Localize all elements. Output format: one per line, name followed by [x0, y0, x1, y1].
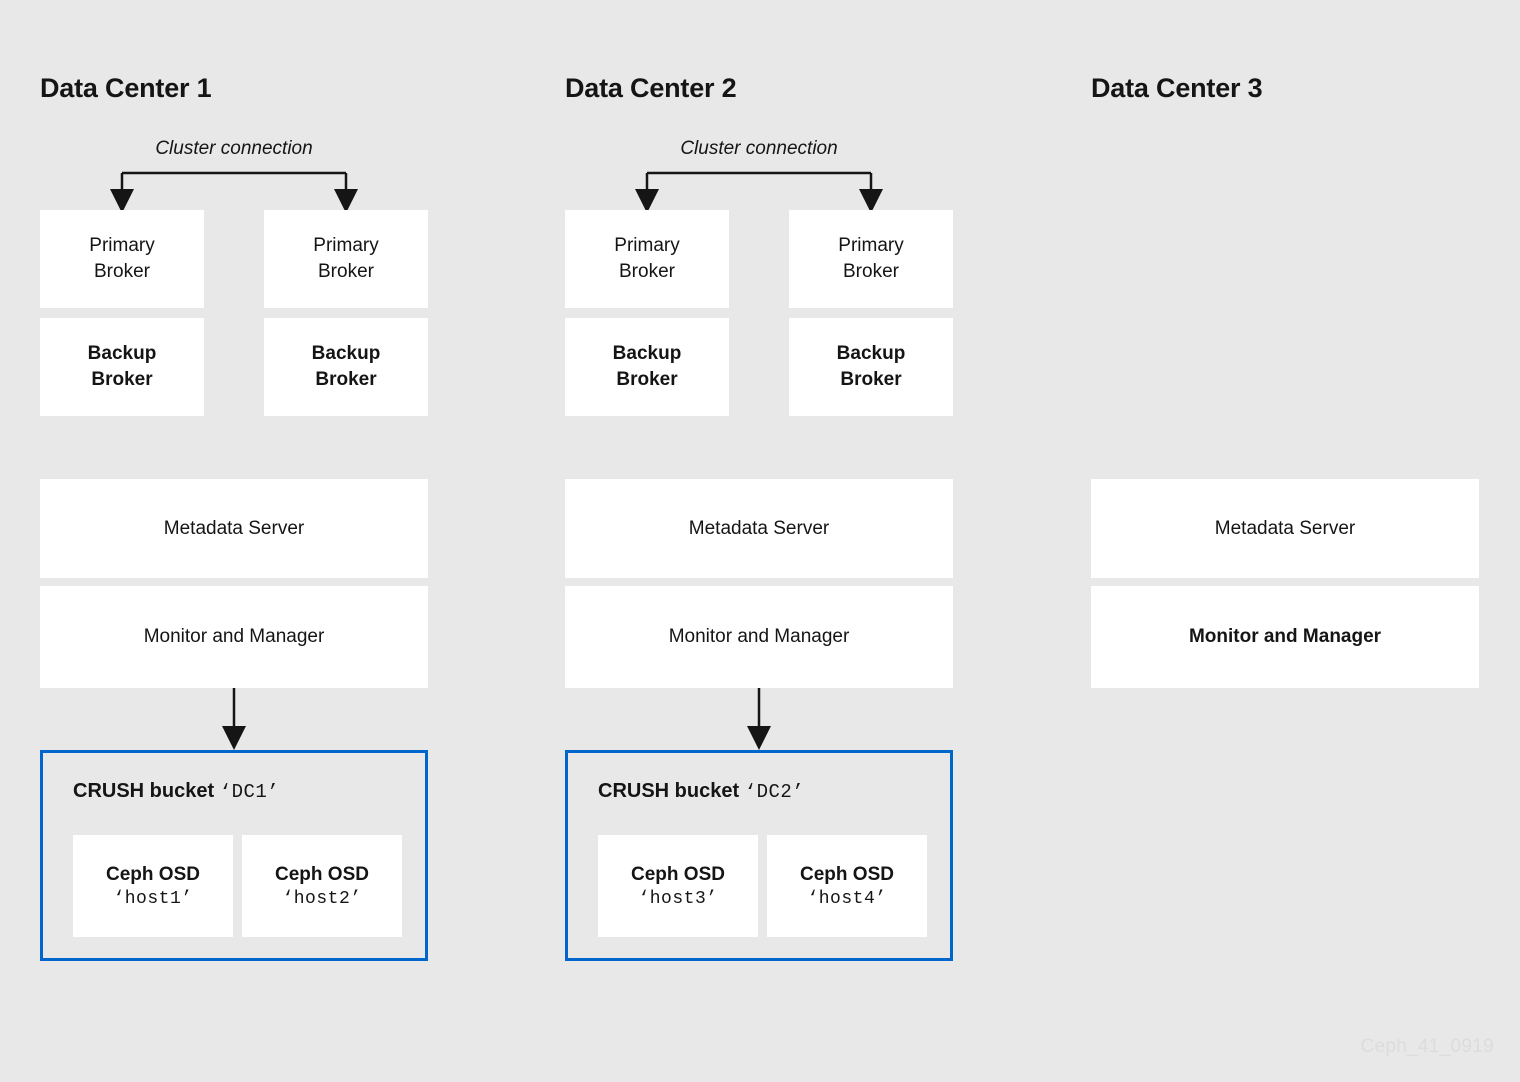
crush-bucket-label: CRUSH bucket	[73, 780, 215, 802]
osd-host: ‘host2’	[282, 888, 362, 909]
node-label: Monitor and Manager	[143, 626, 325, 647]
dc2-monitor-to-crush-arrow	[747, 688, 771, 750]
dc1-cluster-connection-arrow	[110, 171, 358, 213]
dc1-backup-broker-2[interactable]: Backup Broker	[264, 318, 428, 416]
dc1-ceph-osd-2[interactable]: Ceph OSD ‘host2’	[242, 835, 402, 937]
node-label: Metadata Server	[163, 517, 305, 539]
node-label: Primary Broker	[313, 235, 379, 282]
dc2-backup-broker-1[interactable]: Backup Broker	[565, 318, 729, 416]
dc2-primary-broker-2[interactable]: Primary Broker	[789, 210, 953, 308]
node-label: Metadata Server	[1214, 517, 1356, 539]
node-label: Monitor and Manager	[1188, 626, 1382, 647]
node-label: Primary Broker	[614, 235, 680, 282]
crush-bucket-label: CRUSH bucket	[598, 780, 740, 802]
osd-title: Ceph OSD	[800, 863, 894, 885]
node-label: Backup Broker	[612, 343, 682, 390]
dc2-ceph-osd-2[interactable]: Ceph OSD ‘host4’	[767, 835, 927, 937]
dc1-ceph-osd-1[interactable]: Ceph OSD ‘host1’	[73, 835, 233, 937]
dc2-monitor-and-manager[interactable]: Monitor and Manager	[565, 586, 953, 688]
dc3-monitor-and-manager[interactable]: Monitor and Manager	[1091, 586, 1479, 688]
dc1-metadata-server[interactable]: Metadata Server	[40, 479, 428, 578]
osd-title: Ceph OSD	[275, 863, 369, 885]
osd-host: ‘host1’	[113, 888, 193, 909]
data-center-2-title: Data Center 2	[565, 73, 737, 103]
dc1-primary-broker-2[interactable]: Primary Broker	[264, 210, 428, 308]
node-label: Monitor and Manager	[668, 626, 850, 647]
osd-title: Ceph OSD	[631, 863, 725, 885]
dc2-cluster-connection-label: Cluster connection	[680, 138, 838, 159]
node-label: Backup Broker	[836, 343, 906, 390]
dc2-cluster-connection-arrow	[635, 171, 883, 213]
watermark: Ceph_41_0919	[1360, 1036, 1494, 1057]
dc1-cluster-connection-label: Cluster connection	[155, 138, 313, 159]
dc2-backup-broker-2[interactable]: Backup Broker	[789, 318, 953, 416]
dc2-crush-bucket: CRUSH bucket ‘DC2’ Ceph OSD ‘host3’ Ceph…	[565, 750, 953, 961]
node-label: Metadata Server	[688, 517, 830, 539]
dc2-metadata-server[interactable]: Metadata Server	[565, 479, 953, 578]
data-center-3-title: Data Center 3	[1091, 73, 1263, 103]
dc1-crush-bucket: CRUSH bucket ‘DC1’ Ceph OSD ‘host1’ Ceph…	[40, 750, 428, 961]
crush-bucket-id: ‘DC2’	[744, 781, 805, 803]
dc1-monitor-to-crush-arrow	[222, 688, 246, 750]
dc1-crush-bucket-title: CRUSH bucket ‘DC1’	[73, 780, 279, 803]
dc2-primary-broker-1[interactable]: Primary Broker	[565, 210, 729, 308]
osd-title: Ceph OSD	[106, 863, 200, 885]
node-label: Primary Broker	[838, 235, 904, 282]
osd-host: ‘host3’	[638, 888, 718, 909]
crush-bucket-id: ‘DC1’	[219, 781, 280, 803]
dc2-ceph-osd-1[interactable]: Ceph OSD ‘host3’	[598, 835, 758, 937]
data-center-1-title: Data Center 1	[40, 73, 212, 103]
node-label: Backup Broker	[87, 343, 157, 390]
dc1-monitor-and-manager[interactable]: Monitor and Manager	[40, 586, 428, 688]
dc3-metadata-server[interactable]: Metadata Server	[1091, 479, 1479, 578]
node-label: Primary Broker	[89, 235, 155, 282]
osd-host: ‘host4’	[807, 888, 887, 909]
dc2-crush-bucket-title: CRUSH bucket ‘DC2’	[598, 780, 804, 803]
dc1-backup-broker-1[interactable]: Backup Broker	[40, 318, 204, 416]
dc1-primary-broker-1[interactable]: Primary Broker	[40, 210, 204, 308]
node-label: Backup Broker	[311, 343, 381, 390]
